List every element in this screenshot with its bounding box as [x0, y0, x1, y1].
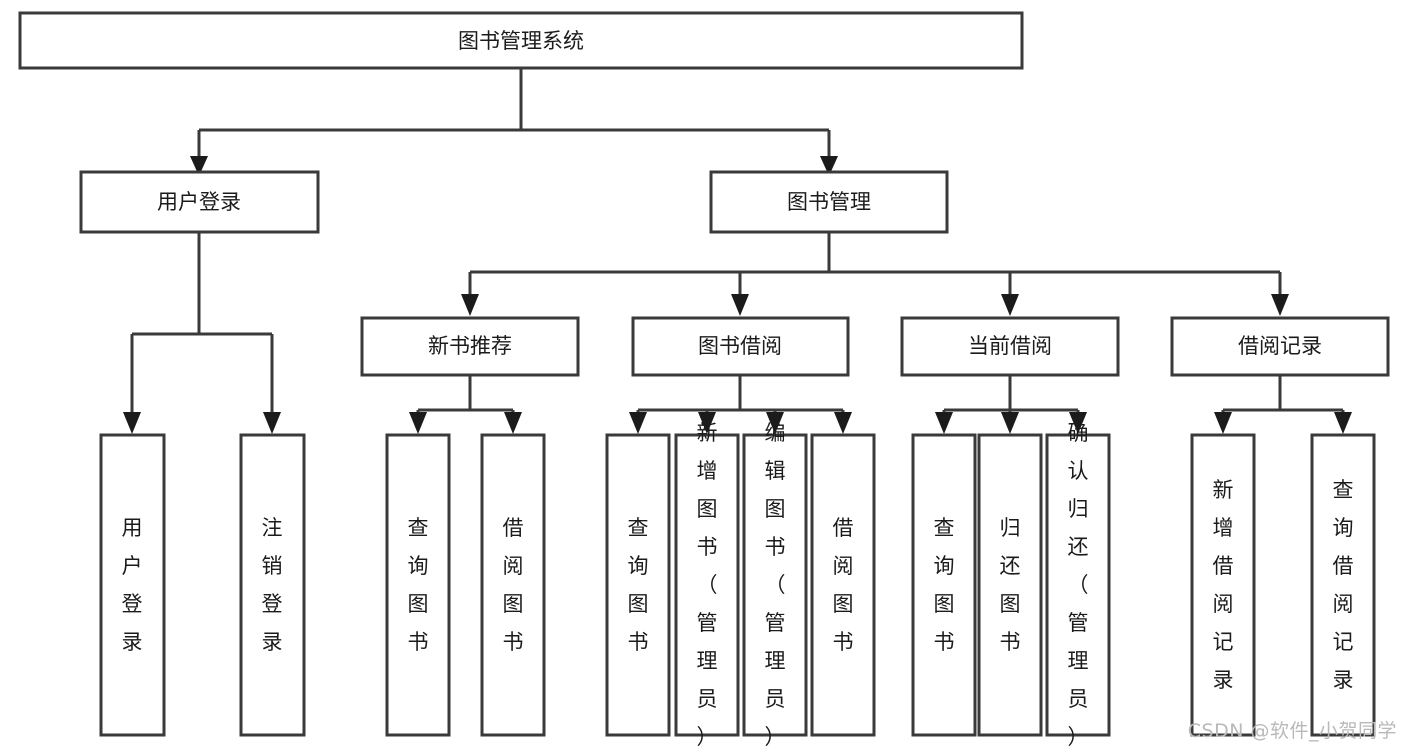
node-box: [631, 316, 850, 377]
leaf-node-query-borrow-record[interactable]: 查询借阅记录: [1310, 433, 1376, 737]
node-box: [977, 433, 1043, 737]
leaf-node-add-book-admin[interactable]: 新增图书（管理员）: [674, 421, 740, 747]
leaf-node-confirm-return-admin[interactable]: 确认归还（管理员）: [1045, 421, 1111, 747]
arrow-to-leaf-borrow-book-a: [504, 412, 522, 434]
connector-book-mgmt-to-level2: [468, 232, 1282, 296]
node-box: [18, 11, 1024, 70]
node-label: 借阅图书: [833, 516, 854, 654]
arrow-to-leaf-query-book-b: [629, 412, 647, 434]
arrow-to-leaf-logout: [263, 412, 281, 434]
leaf-node-borrow-book-b[interactable]: 借阅图书: [810, 433, 876, 737]
arrow-to-leaf-borrow-book-b: [834, 412, 852, 434]
node-box: [742, 433, 808, 737]
node-borrow-record[interactable]: 借阅记录: [1170, 316, 1390, 377]
arrow-to-leaf-query-book-c: [935, 412, 953, 434]
node-box: [911, 433, 977, 737]
leaf-node-logout[interactable]: 注销登录: [239, 433, 306, 737]
node-label: 图书借阅: [698, 334, 782, 358]
node-box: [1045, 433, 1111, 737]
connector-current-borrow-to-leaves: [942, 375, 1080, 416]
node-book-borrow[interactable]: 图书借阅: [631, 316, 850, 377]
connector-root-to-level1: [197, 68, 831, 158]
node-label: 借阅图书: [503, 516, 524, 654]
node-root-title[interactable]: 图书管理系统: [18, 11, 1024, 70]
node-label: 查询图书: [408, 516, 429, 654]
node-label: 查询图书: [628, 516, 649, 654]
arrow-to-book-mgmt: [820, 156, 838, 176]
arrow-to-current-borrow: [1001, 294, 1019, 316]
leaf-node-return-book[interactable]: 归还图书: [977, 433, 1043, 737]
connector-layer: [123, 68, 1352, 434]
arrow-to-leaf-return-book: [1001, 412, 1019, 434]
arrow-to-leaf-user-login: [123, 412, 141, 434]
node-label: 查询图书: [934, 516, 955, 654]
node-new-book-recommend[interactable]: 新书推荐: [360, 316, 580, 377]
node-box: [239, 433, 306, 737]
node-box: [385, 433, 451, 737]
arrow-to-book-borrow: [731, 294, 749, 316]
connector-borrow-record-to-leaves: [1221, 375, 1345, 416]
connector-book-borrow-to-leaves: [636, 375, 845, 416]
node-box: [480, 433, 546, 737]
connector-new-book-rec-to-leaves: [416, 375, 515, 416]
node-label: 新增借阅记录: [1213, 478, 1234, 692]
node-box: [79, 170, 320, 234]
node-box: [900, 316, 1120, 377]
node-label: 注销登录: [262, 516, 283, 654]
node-current-borrow[interactable]: 当前借阅: [900, 316, 1120, 377]
node-label: 确认归还（管理员）: [1068, 421, 1089, 747]
arrow-to-leaf-add-book-admin: [698, 412, 716, 434]
node-label: 新书推荐: [428, 334, 512, 358]
arrow-to-leaf-confirm-return: [1069, 412, 1087, 434]
node-label: 当前借阅: [968, 334, 1052, 358]
arrow-to-new-book-rec: [461, 294, 479, 316]
node-box: [605, 433, 671, 737]
node-label: 用户登录: [157, 190, 241, 214]
arrow-to-borrow-record: [1271, 294, 1289, 316]
node-label: 编辑图书（管理员）: [765, 421, 786, 747]
node-label: 图书管理: [787, 190, 871, 214]
node-label: 新增图书（管理员）: [697, 421, 718, 747]
node-label: 归还图书: [1000, 516, 1021, 654]
leaf-node-borrow-book-a[interactable]: 借阅图书: [480, 433, 546, 737]
arrow-to-user-login: [190, 156, 208, 176]
leaf-node-query-book-c[interactable]: 查询图书: [911, 433, 977, 737]
arrow-to-leaf-edit-book-admin: [766, 412, 784, 434]
node-box: [360, 316, 580, 377]
node-user-login[interactable]: 用户登录: [79, 170, 320, 234]
node-label: 借阅记录: [1238, 334, 1322, 358]
node-box: [99, 433, 166, 737]
node-label: 查询借阅记录: [1333, 478, 1354, 692]
arrow-to-leaf-query-record: [1334, 412, 1352, 434]
arrow-to-leaf-query-book-a: [409, 412, 427, 434]
node-label: 图书管理系统: [458, 29, 584, 53]
leaf-node-add-borrow-record[interactable]: 新增借阅记录: [1190, 433, 1256, 737]
leaf-node-query-book-a[interactable]: 查询图书: [385, 433, 451, 737]
node-box: [1310, 433, 1376, 737]
node-box: [674, 433, 740, 737]
node-box: [1170, 316, 1390, 377]
leaf-node-user-login[interactable]: 用户登录: [99, 433, 166, 737]
node-book-management[interactable]: 图书管理: [709, 170, 949, 234]
node-box: [709, 170, 949, 234]
connector-user-login-to-leaves: [130, 232, 274, 414]
leaf-node-query-book-b[interactable]: 查询图书: [605, 433, 671, 737]
csdn-watermark: CSDN @软件_小贺同学: [1187, 720, 1397, 742]
leaf-node-edit-book-admin[interactable]: 编辑图书（管理员）: [742, 421, 808, 747]
node-box: [1190, 433, 1256, 737]
node-box: [810, 433, 876, 737]
node-label: 用户登录: [122, 516, 143, 654]
arrow-to-leaf-add-record: [1214, 412, 1232, 434]
